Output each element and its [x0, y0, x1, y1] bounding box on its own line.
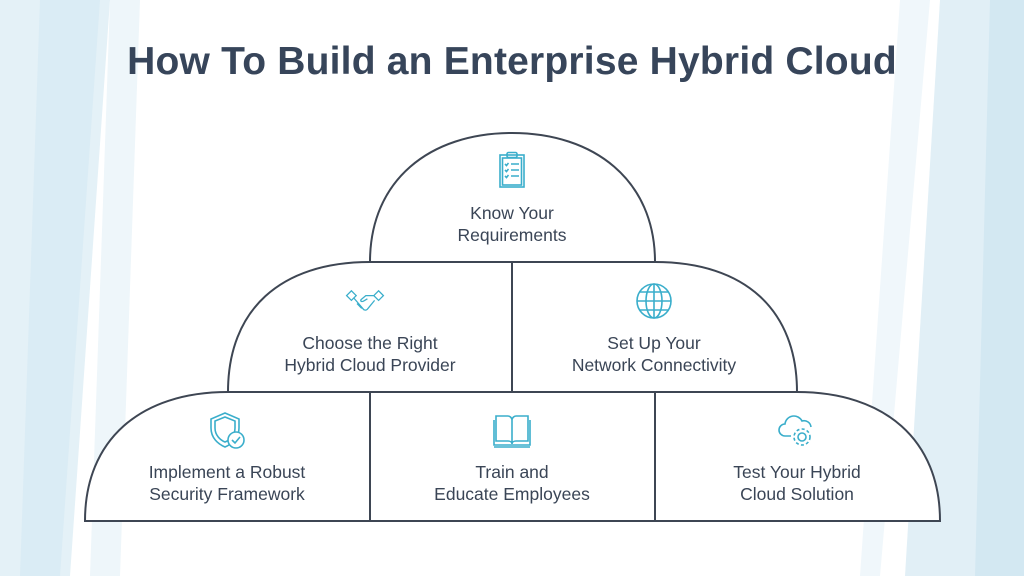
step-know-requirements: Know Your Requirements — [382, 202, 642, 246]
step-label-line1: Know Your — [470, 203, 554, 223]
step-label-line1: Implement a Robust — [148, 462, 306, 482]
step-label-line1: Train and — [475, 462, 549, 482]
step-label-line2: Requirements — [457, 225, 567, 245]
open-book-icon — [493, 415, 531, 448]
step-label-line2: Network Connectivity — [571, 355, 737, 375]
page-title: How To Build an Enterprise Hybrid Cloud — [127, 40, 897, 83]
step-label-line2: Hybrid Cloud Provider — [284, 355, 456, 375]
tier-bottom — [83, 391, 942, 522]
handshake-icon — [345, 289, 385, 311]
shield-check-icon — [210, 412, 245, 449]
step-label-line1: Set Up Your — [607, 333, 701, 353]
cloud-gear-icon — [778, 415, 812, 446]
tier-top — [368, 131, 657, 263]
step-label-line1: Test Your Hybrid — [733, 462, 861, 482]
step-label-line2: Security Framework — [149, 484, 305, 504]
step-choose-provider: Choose the Right Hybrid Cloud Provider — [240, 332, 500, 376]
step-security-framework: Implement a Robust Security Framework — [97, 461, 357, 505]
clipboard-checklist-icon — [499, 151, 525, 188]
step-label-line2: Educate Employees — [434, 484, 590, 504]
step-label-line2: Cloud Solution — [740, 484, 854, 504]
step-train-employees: Train and Educate Employees — [382, 461, 642, 505]
step-network-connectivity: Set Up Your Network Connectivity — [524, 332, 784, 376]
globe-icon — [636, 283, 672, 319]
step-test-solution: Test Your Hybrid Cloud Solution — [667, 461, 927, 505]
step-label-line1: Choose the Right — [302, 333, 438, 353]
